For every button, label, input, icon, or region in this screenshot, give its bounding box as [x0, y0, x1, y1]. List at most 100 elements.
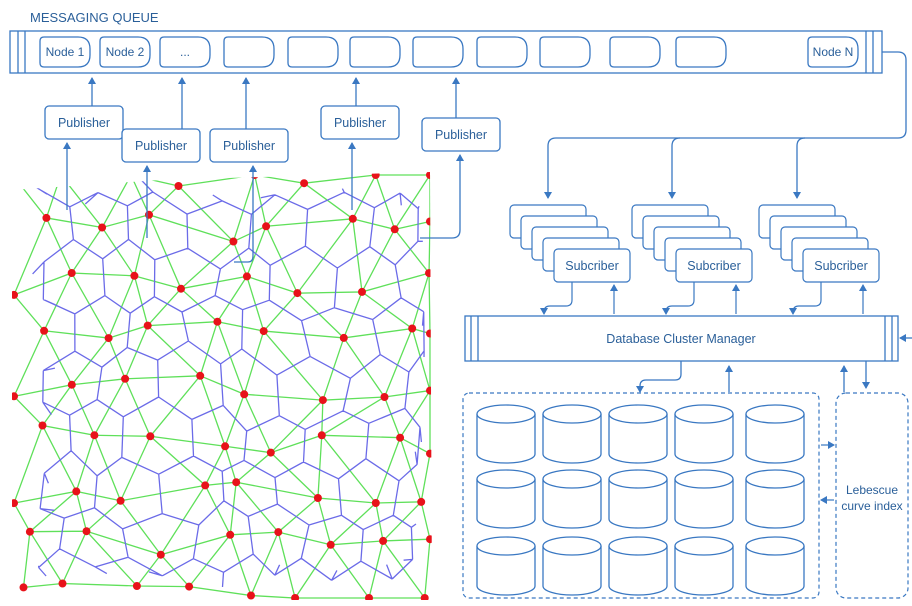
publisher-box: Publisher [320, 77, 400, 210]
mesh-point [379, 536, 388, 545]
queue-node-label: ... [180, 45, 190, 59]
queue-title: MESSAGING QUEUE [30, 10, 159, 25]
mesh-point [90, 431, 99, 440]
queue-node [609, 36, 661, 68]
mesh-point [121, 374, 130, 383]
mesh-point [38, 421, 47, 430]
mesh-point [293, 289, 302, 298]
mesh-points [12, 172, 432, 600]
database-cylinder [674, 469, 734, 529]
mesh-point [380, 393, 389, 401]
queue-node [223, 36, 275, 68]
mesh-point [12, 499, 18, 508]
mesh-point [174, 182, 183, 190]
mesh-point [326, 540, 335, 549]
mesh-point [98, 223, 107, 232]
queue-node [476, 36, 528, 68]
mesh-point [196, 371, 205, 380]
mesh-point [358, 287, 366, 296]
mesh-point [365, 594, 373, 600]
mesh-point [82, 527, 91, 536]
mesh-to-publisher-arrow [234, 165, 257, 263]
mesh-point [408, 324, 417, 333]
mesh-point [291, 594, 300, 600]
mesh-dual-cells [32, 178, 425, 588]
database-cylinder [476, 536, 536, 596]
mesh-point [146, 432, 155, 441]
mesh-point [247, 591, 255, 600]
database-cylinder [476, 469, 536, 529]
mesh-point [177, 284, 185, 293]
database-cylinder [674, 536, 734, 596]
database-cylinder [674, 404, 734, 464]
mesh-point [348, 214, 357, 223]
database-cylinder [542, 404, 602, 464]
queue-node-label: Node N [813, 45, 854, 59]
mesh-point [426, 329, 432, 338]
index-label-line1: Lebescue [846, 483, 898, 497]
mesh-point [250, 172, 259, 179]
mesh-point [12, 172, 18, 181]
subscriber-branch-3 [793, 137, 806, 199]
database-manager-label: Database Cluster Manager [606, 332, 755, 346]
publisher-box: Publisher [44, 77, 124, 210]
mesh-point [420, 594, 429, 600]
queue-node: ... [159, 36, 211, 68]
mesh-point [40, 326, 49, 335]
mesh-point [274, 528, 283, 537]
mesh-point [229, 237, 238, 246]
queue-node [349, 36, 401, 68]
subscriber-stack: Subcriber [509, 204, 631, 315]
database-cylinder [476, 404, 536, 464]
mesh-point [425, 269, 432, 278]
database-cylinder [608, 469, 668, 529]
database-cylinder [608, 404, 668, 464]
mesh-point [313, 494, 322, 502]
mesh-point [67, 380, 76, 389]
database-cylinder [608, 536, 668, 596]
queue-node [539, 36, 591, 68]
mesh-point [56, 172, 65, 179]
mesh-point [266, 448, 275, 457]
mesh-point [371, 172, 380, 179]
queue-nodes: Node 1 Node 2... Node N [39, 36, 859, 68]
mesh-point [221, 442, 230, 451]
mesh-point [339, 333, 348, 342]
subscriber-label: Subcriber [814, 259, 868, 273]
queue-node: Node N [807, 36, 859, 68]
manager-to-db-line [636, 361, 682, 393]
queue-node-label: Node 1 [46, 45, 85, 59]
mesh-point [262, 222, 271, 231]
database-cylinder [745, 536, 805, 596]
mesh-point [12, 290, 18, 299]
database-cylinder [542, 469, 602, 529]
mesh-point [318, 396, 327, 405]
subscriber-to-manager-arrow [789, 282, 822, 315]
subscriber-branch-2 [668, 137, 681, 199]
voronoi-delaunay-mesh [12, 172, 432, 600]
index-label-line2: curve index [841, 499, 902, 513]
mesh-point [417, 497, 426, 506]
mesh-point [426, 217, 432, 226]
database-cluster-manager: Database Cluster Manager [464, 315, 899, 362]
mesh-point [127, 172, 135, 180]
subscriber-stack: Subcriber [631, 204, 753, 315]
queue-node [675, 36, 727, 68]
mesh-point [19, 583, 28, 592]
database-cylinder [745, 404, 805, 464]
publisher-box: Publisher [420, 77, 501, 239]
queue-node: Node 1 [39, 36, 91, 68]
mesh-to-publisher-arrow [420, 154, 464, 239]
publisher-label: Publisher [435, 128, 487, 142]
queue-node-label: Node 2 [106, 45, 145, 59]
database-cluster-frame [462, 392, 820, 599]
mesh-point [145, 210, 153, 219]
publisher-label: Publisher [58, 116, 110, 130]
mesh-point [12, 392, 18, 401]
mesh-point [259, 327, 268, 336]
mesh-point [232, 478, 241, 487]
mesh-point [300, 179, 309, 188]
